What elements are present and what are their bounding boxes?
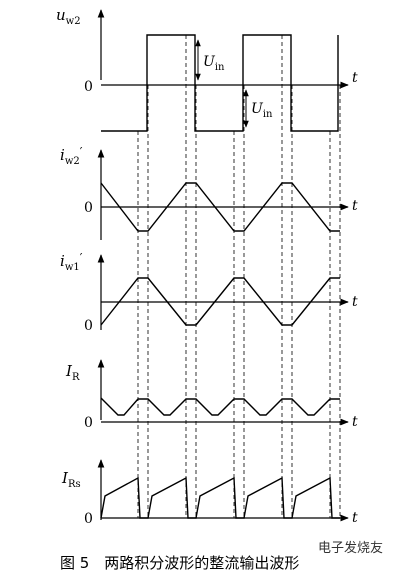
- iw1-t-label: t: [352, 294, 358, 310]
- panel-iw1: iw1′ 0 t: [60, 251, 358, 334]
- ir-t-label: t: [352, 414, 358, 430]
- uw2-t-label: t: [352, 70, 358, 86]
- dashed-guides: [137, 35, 341, 518]
- iw1-zero-label: 0: [84, 318, 93, 334]
- iw1-axis-label: iw1′: [60, 251, 83, 273]
- iw2-axis-label: iw2′: [60, 145, 83, 167]
- uin-label-2: Uin: [251, 101, 273, 120]
- irs-zero-label: 0: [84, 511, 93, 527]
- uw2-axis-label: uw2: [56, 6, 81, 27]
- watermark-text: 电子发烧友: [318, 540, 383, 556]
- iw2-t-label: t: [352, 198, 358, 214]
- ir-zero-label: 0: [84, 415, 93, 431]
- panel-uw2: uw2 0 t Uin Uin: [56, 6, 358, 132]
- panel-iw2: iw2′ 0 t: [60, 145, 358, 240]
- ir-rectified-wave: [100, 397, 340, 416]
- uw2-square-wave: [101, 34, 339, 132]
- irs-t-label: t: [352, 510, 358, 526]
- irs-axis-label: IRs: [61, 469, 81, 490]
- figure-caption: 图 5 两路积分波形的整流输出波形: [60, 554, 299, 572]
- panel-irs: IRs 0 t: [61, 459, 358, 527]
- panel-ir: IR 0 t: [65, 359, 358, 431]
- irs-sawtooth-wave: [100, 476, 340, 519]
- ir-axis-label: IR: [65, 362, 80, 383]
- uin-label-1: Uin: [203, 54, 225, 73]
- uw2-zero-label: 0: [84, 79, 93, 95]
- iw2-zero-label: 0: [84, 200, 93, 216]
